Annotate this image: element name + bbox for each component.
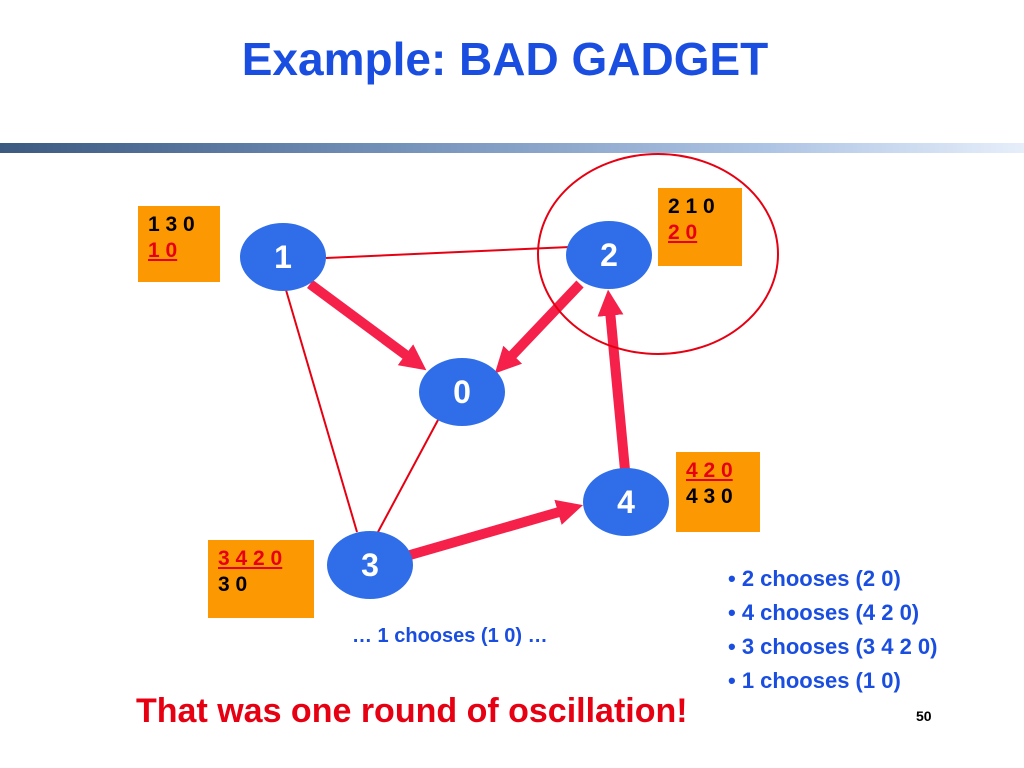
preference-row-chosen: 2 0 [668, 221, 698, 244]
link-3-0 [377, 419, 439, 533]
choice-item: 4 chooses (4 2 0) [728, 596, 937, 630]
link-1-2 [325, 246, 571, 259]
preference-box-node-4: 4 2 0 4 3 0 [676, 452, 760, 532]
route-caption: … 1 chooses (1 0) … [352, 625, 548, 647]
title-divider [0, 143, 1024, 153]
preference-row: 4 3 0 [686, 485, 733, 508]
preference-row-chosen: 3 4 2 0 [218, 547, 283, 570]
preference-row: 2 1 0 [668, 195, 715, 218]
node-4: 4 [583, 468, 669, 536]
choice-list: 2 chooses (2 0) 4 chooses (4 2 0) 3 choo… [728, 562, 938, 698]
slide-title: Example: BAD GADGET [241, 33, 769, 85]
preference-box-node-2: 2 1 0 2 0 [658, 188, 742, 266]
preference-box-node-3: 3 4 2 0 3 0 [208, 540, 314, 618]
node-3-label: 3 [361, 547, 379, 583]
node-1: 1 [240, 223, 326, 291]
node-2-label: 2 [600, 237, 618, 273]
route-arrow-4-2 [597, 289, 630, 471]
node-2: 2 [566, 221, 652, 289]
choice-item: 3 chooses (3 4 2 0) [728, 630, 938, 664]
route-arrow-3-4 [408, 499, 583, 560]
preference-box-node-1: 1 3 0 1 0 [138, 206, 220, 282]
preference-row: 1 3 0 [148, 213, 195, 236]
conclusion-text: That was one round of oscillation! [136, 692, 688, 730]
node-3: 3 [327, 531, 413, 599]
node-0-label: 0 [453, 374, 471, 410]
node-4-label: 4 [617, 484, 635, 520]
node-0: 0 [419, 358, 505, 426]
preference-row-chosen: 4 2 0 [686, 459, 733, 482]
link-1-3 [285, 289, 358, 533]
route-arrow-1-0 [307, 279, 427, 371]
highlight-circle [537, 153, 779, 355]
route-arrow-2-0 [494, 280, 584, 374]
preference-row: 3 0 [218, 573, 248, 596]
preference-row-chosen: 1 0 [148, 239, 178, 262]
choice-item: 1 chooses (1 0) [728, 664, 937, 698]
page-number: 50 [916, 708, 932, 724]
choice-item: 2 chooses (2 0) [728, 562, 937, 596]
node-1-label: 1 [274, 239, 292, 275]
